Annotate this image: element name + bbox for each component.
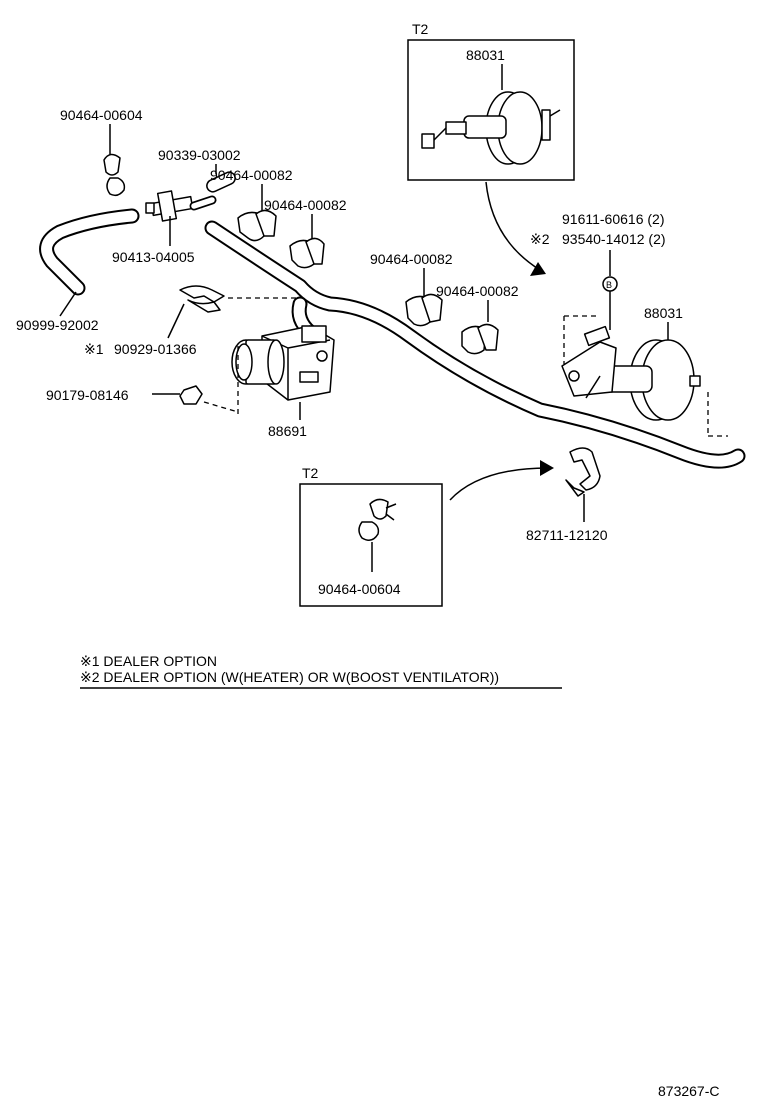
clip-top-part <box>103 153 126 197</box>
clip-bottom-label: 90464-00604 <box>318 581 401 597</box>
clamp-mark-symbol: ※1 <box>84 341 104 357</box>
plug-part <box>206 171 236 193</box>
t2-bottom-box <box>299 483 443 607</box>
arrow-to-clamp <box>449 467 549 501</box>
bolt1-label: 91611-60616 (2) <box>562 211 664 227</box>
tee-label: 90413-04005 <box>112 249 195 265</box>
nut-part <box>179 385 203 405</box>
clip-d-part <box>461 323 499 355</box>
hose-short-label: 90999-92002 <box>16 317 99 333</box>
t2-bottom-label: T2 <box>302 465 319 481</box>
clip-c-label: 90464-00082 <box>370 251 453 267</box>
clip-b-part <box>289 237 325 269</box>
clamp-right-part <box>565 447 601 497</box>
clip-d-label: 90464-00082 <box>436 283 519 299</box>
plug-label: 90339-03002 <box>158 147 241 163</box>
valve-label: 88691 <box>268 423 307 439</box>
note-1: ※1 DEALER OPTION <box>80 653 217 669</box>
bolt2-label: 93540-14012 (2) <box>562 231 666 247</box>
clip-bottom-part <box>358 498 397 541</box>
valve-part <box>231 325 335 401</box>
bolt-symbol: B <box>606 280 612 290</box>
clamp-marked-part <box>179 285 225 313</box>
booster-main-label: 88031 <box>644 305 683 321</box>
clamp-marked-label: 90929-01366 <box>114 341 197 357</box>
clip-c-part <box>405 293 443 327</box>
t2-top-label: T2 <box>412 21 429 37</box>
booster-top-part <box>421 91 561 165</box>
booster-top-label: 88031 <box>466 47 505 63</box>
figure-code: 873267-C <box>658 1083 720 1099</box>
bolt2-mark: ※2 <box>530 231 550 247</box>
clip-b-label: 90464-00082 <box>264 197 347 213</box>
arrow-head-clamp <box>540 460 554 476</box>
booster-main-part <box>561 325 701 421</box>
note-2: ※2 DEALER OPTION (W(HEATER) OR W(BOOST V… <box>80 669 499 685</box>
clip-a-part <box>237 209 277 242</box>
arrow-head-booster <box>530 262 546 276</box>
clamp-right-label: 82711-12120 <box>526 527 608 543</box>
t2-top-box <box>407 39 575 181</box>
nut-label: 90179-08146 <box>46 387 129 403</box>
clip-top-label: 90464-00604 <box>60 107 143 123</box>
arrow-to-booster <box>485 181 541 271</box>
clip-a-label: 90464-00082 <box>210 167 293 183</box>
